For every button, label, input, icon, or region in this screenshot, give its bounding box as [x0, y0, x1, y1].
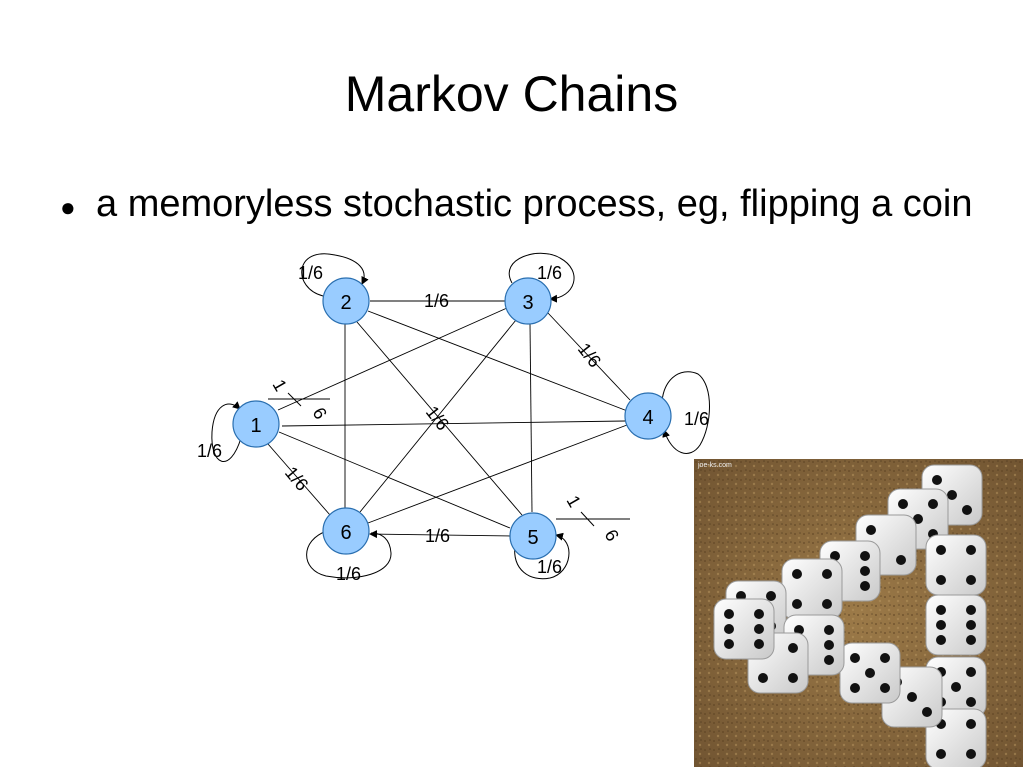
fraction-num-2: 1	[563, 492, 585, 511]
state-label-3: 3	[522, 292, 533, 314]
state-label-1: 1	[250, 415, 261, 437]
state-label-2: 2	[340, 292, 351, 314]
self-loop-3	[508, 252, 575, 303]
edge-3-1	[277, 307, 508, 411]
state-node-4: 4	[624, 392, 672, 440]
bullet-dot-icon: ●	[60, 192, 76, 222]
state-label-5: 5	[527, 527, 538, 549]
state-node-3: 3	[504, 277, 552, 325]
die-15	[713, 598, 775, 660]
die-5	[781, 558, 843, 620]
self-loop-4	[661, 371, 710, 454]
fraction-num-1: 1	[269, 376, 291, 395]
die-12	[839, 642, 901, 704]
state-label-4: 4	[642, 407, 653, 429]
state-node-2: 2	[322, 277, 370, 325]
edge-3-6	[359, 319, 517, 513]
prob-label-3-4: 1/6	[574, 339, 605, 371]
edge-4-1	[281, 420, 626, 427]
prob-label-loop-5: 1/6	[537, 557, 562, 577]
edge-3-4	[547, 312, 631, 401]
die-7	[925, 534, 987, 596]
dice-image: joe-ks.com	[694, 459, 1023, 767]
edge-1-5	[278, 431, 511, 529]
fraction-slash-1	[287, 392, 302, 407]
self-loop-5	[514, 532, 570, 580]
fraction-slash-2	[580, 511, 595, 527]
photo-watermark: joe-ks.com	[697, 462, 732, 469]
prob-label-5-6: 1/6	[425, 526, 450, 546]
slide-title: Markov Chains	[344, 66, 679, 122]
self-loops	[211, 252, 710, 580]
edge-3-5	[529, 322, 533, 513]
die-10	[925, 708, 987, 767]
self-loop-2	[301, 253, 369, 297]
fraction-den-2: 6	[601, 526, 623, 545]
self-loop-6	[306, 530, 392, 579]
prob-label-loop-6: 1/6	[336, 564, 361, 584]
edge-2-4	[367, 310, 631, 413]
dice-chain	[713, 464, 987, 767]
edge-5-6	[369, 530, 511, 539]
bullet-text: a memoryless stochastic process, eg, fli…	[96, 183, 973, 225]
edge-4-6	[367, 424, 628, 524]
prob-label-loop-2: 1/6	[298, 263, 323, 283]
prob-label-loop-3: 1/6	[537, 263, 562, 283]
edge-1-6	[267, 443, 331, 516]
fraction-den-1: 6	[309, 404, 331, 423]
fraction-slashes	[287, 392, 595, 527]
state-node-1: 1	[232, 400, 280, 448]
transition-edges	[267, 300, 631, 539]
state-label-6: 6	[340, 522, 351, 544]
self-loop-1	[211, 401, 242, 462]
edge-2-5	[356, 321, 523, 516]
prob-label-loop-1: 1/6	[197, 441, 222, 461]
die-8	[925, 594, 987, 656]
prob-label-loop-4: 1/6	[684, 409, 709, 429]
dice-photo: joe-ks.com	[694, 459, 1023, 767]
state-node-6: 6	[322, 507, 370, 555]
state-nodes: 2 3 1 4 6 5	[232, 277, 672, 560]
state-node-5: 5	[509, 512, 557, 560]
prob-label-2-3: 1/6	[424, 291, 449, 311]
